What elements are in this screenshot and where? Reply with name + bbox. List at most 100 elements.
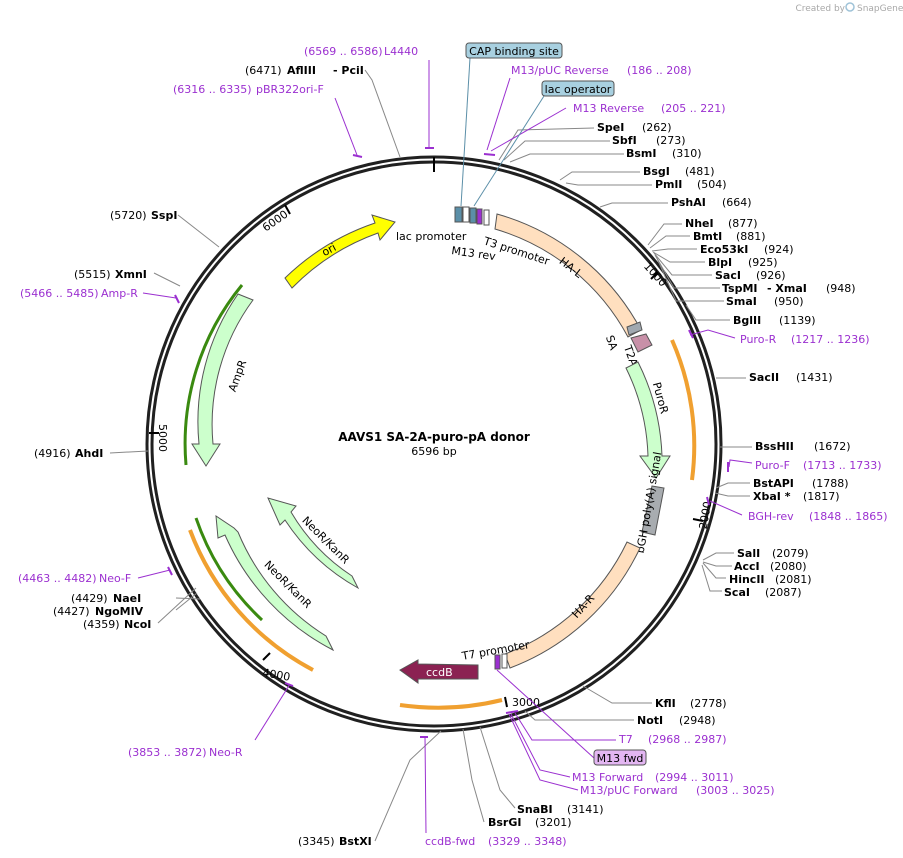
- feature-m13-rev: [476, 208, 483, 225]
- primer-bgh-rev: BGH-rev: [748, 510, 794, 523]
- orf-ampr: [183, 284, 244, 466]
- svg-text:(948): (948): [826, 282, 856, 295]
- enzyme-eco53ki: Eco53kI: [700, 243, 748, 256]
- svg-text:CAP binding site: CAP binding site: [469, 45, 559, 58]
- svg-text:(1672): (1672): [814, 440, 851, 453]
- backbone-outer-ring: [145, 155, 723, 733]
- enzyme-saci: SacI: [715, 269, 741, 282]
- orf-ccdb: [399, 698, 503, 710]
- svg-text:(3141): (3141): [567, 803, 604, 816]
- feature-t7-promoter-small: [501, 653, 508, 669]
- enzyme-sbfi: SbfI: [612, 134, 637, 147]
- svg-text:(664): (664): [722, 196, 752, 209]
- feature-puror[interactable]: [625, 361, 671, 479]
- svg-text:(2080): (2080): [770, 560, 807, 573]
- enzyme-smai: SmaI: [726, 295, 757, 308]
- enzyme-bsmi: BsmI: [626, 147, 657, 160]
- svg-text:(5515): (5515): [74, 268, 111, 281]
- primer-m13-puc-reverse: M13/pUC Reverse: [511, 64, 609, 77]
- svg-text:2000: 2000: [697, 500, 715, 530]
- scale-tick-5000: 5000: [149, 424, 169, 452]
- enzyme-afliii: AflIII: [287, 64, 316, 77]
- svg-text:(262): (262): [642, 121, 672, 134]
- feature-t2a[interactable]: [630, 333, 653, 353]
- svg-text:(481): (481): [685, 165, 715, 178]
- svg-text:(1788): (1788): [812, 477, 849, 490]
- svg-text:(1431): (1431): [796, 371, 833, 384]
- svg-text:(6569 .. 6586): (6569 .. 6586): [304, 45, 383, 58]
- svg-text:(1848 .. 1865): (1848 .. 1865): [809, 510, 888, 523]
- feature-bgh-polya[interactable]: [641, 485, 665, 536]
- primer-marks: [167, 147, 729, 738]
- enzyme-leader-lines: [109, 69, 752, 842]
- svg-text:(4359): (4359): [83, 618, 120, 631]
- svg-text:M13 fwd: M13 fwd: [597, 752, 644, 765]
- svg-text:(3345): (3345): [298, 835, 335, 848]
- enzyme-snabi: SnaBI: [517, 803, 553, 816]
- svg-text:(877): (877): [728, 217, 758, 230]
- primer-neo-r: Neo-R: [209, 746, 243, 759]
- enzyme-acci: AccI: [734, 560, 760, 573]
- svg-text:(310): (310): [672, 147, 702, 160]
- snapgene-logo-icon: [845, 2, 855, 12]
- svg-text:(2994 .. 3011): (2994 .. 3011): [655, 771, 734, 784]
- svg-text:(881): (881): [736, 230, 766, 243]
- feature-lac-operator: [469, 207, 477, 224]
- primer-puro-r: Puro-R: [740, 333, 777, 346]
- svg-text:5000: 5000: [156, 424, 169, 452]
- enzyme-bstxi: BstXI: [339, 835, 372, 848]
- primer-ccdb-fwd: ccdB-fwd: [425, 835, 475, 848]
- enzyme-bsgi: BsgI: [643, 165, 670, 178]
- enzyme-nhei: NheI: [685, 217, 714, 230]
- enzyme-kfli: KflI: [655, 697, 676, 710]
- svg-text:(2087): (2087): [765, 586, 802, 599]
- enzyme-hincii: HincII: [729, 573, 765, 586]
- svg-text:(1817): (1817): [803, 490, 840, 503]
- svg-text:(2778): (2778): [690, 697, 727, 710]
- plasmid-length: 6596 bp: [411, 445, 456, 458]
- feature-label-ccdb: ccdB: [426, 666, 453, 679]
- enzyme-xbai: XbaI *: [753, 490, 791, 503]
- svg-text:(186 .. 208): (186 .. 208): [627, 64, 692, 77]
- feature-neor-kanr-2[interactable]: [215, 515, 335, 652]
- boxed-feature-lac-operator: lac operator: [473, 80, 615, 207]
- enzyme-pshai: PshAI: [671, 196, 706, 209]
- enzyme-bsshii: BssHII: [755, 440, 794, 453]
- feature-cap-binding-site: [454, 206, 463, 223]
- enzyme-noti: NotI: [637, 714, 663, 727]
- backbone-inner-ring: [150, 160, 718, 728]
- svg-text:(2968 .. 2987): (2968 .. 2987): [648, 733, 727, 746]
- feature-sa[interactable]: [626, 321, 643, 336]
- primer-pbr322ori-f: pBR322ori-F: [256, 83, 324, 96]
- enzyme-tspmi: TspMI: [722, 282, 758, 295]
- svg-text:(504): (504): [697, 178, 727, 191]
- enzyme-bsrgi: BsrGI: [488, 816, 521, 829]
- svg-text:(2079): (2079): [772, 547, 809, 560]
- svg-text:(3201): (3201): [535, 816, 572, 829]
- feature-ori[interactable]: [284, 214, 396, 289]
- primer-m13-puc-forward: M13/pUC Forward: [580, 784, 678, 797]
- feature-label-sa: SA: [603, 334, 620, 353]
- svg-text:(925): (925): [748, 256, 778, 269]
- enzyme-xmni: XmnI: [115, 268, 147, 281]
- enzyme-naei: NaeI: [113, 592, 141, 605]
- svg-text:(950): (950): [774, 295, 804, 308]
- feature-neor-kanr-1[interactable]: [267, 497, 360, 590]
- orf-neor-green: [194, 517, 264, 622]
- svg-text:(205 .. 221): (205 .. 221): [661, 102, 726, 115]
- feature-lac-promoter: [462, 206, 470, 223]
- feature-label-lac-promoter: lac promoter: [396, 230, 467, 243]
- credit-brand: SnapGene: [857, 4, 903, 14]
- svg-text:(4427): (4427): [53, 605, 90, 618]
- svg-text:(924): (924): [764, 243, 794, 256]
- primer-m13-forward: M13 Forward: [572, 771, 643, 784]
- plasmid-name: AAVS1 SA-2A-puro-pA donor: [338, 430, 530, 444]
- svg-text:(4463 .. 4482): (4463 .. 4482): [18, 572, 97, 585]
- primer-labels: (6569 .. 6586) L4440 (6316 .. 6335) pBR3…: [18, 45, 888, 848]
- svg-text:(4916): (4916): [34, 447, 71, 460]
- feature-ccdb[interactable]: [399, 659, 479, 684]
- feature-ha-l[interactable]: [494, 213, 642, 338]
- credit-prefix: Created by: [795, 4, 845, 14]
- primer-l4440: L4440: [384, 45, 418, 58]
- feature-ampr[interactable]: [191, 293, 254, 467]
